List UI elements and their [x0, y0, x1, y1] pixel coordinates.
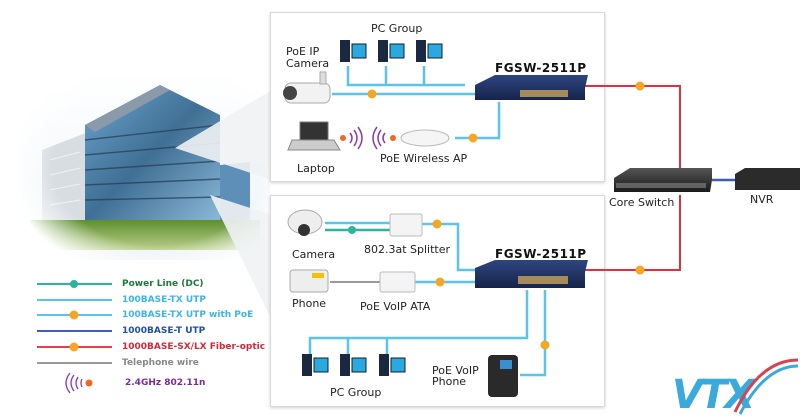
wire-pc-group-top — [346, 66, 465, 87]
dome-camera-icon — [287, 209, 323, 236]
pc-icon — [340, 40, 367, 62]
legend-badge-fiber — [69, 342, 79, 352]
bullet-camera-icon — [283, 71, 331, 104]
label-laptop: Laptop — [297, 162, 335, 175]
voip-ata-icon — [379, 271, 416, 293]
label-camera: Camera — [292, 248, 336, 261]
pc-icon — [302, 354, 329, 376]
wire-fiber-top — [585, 85, 681, 170]
wire-voip-phone — [520, 290, 547, 377]
poe-badges — [367, 81, 645, 350]
poe-badge — [432, 219, 442, 229]
pc-icon — [340, 354, 367, 376]
label-pc-group-top: PC Group — [371, 22, 423, 35]
wireless-ap-icon — [400, 129, 450, 147]
label-wireless-ap: PoE Wireless AP — [380, 152, 468, 165]
splitter-icon — [389, 213, 423, 237]
voip-phone-icon — [488, 355, 518, 397]
vtx-logo: VTX — [672, 372, 755, 418]
legend-label-phone: Telephone wire — [122, 358, 199, 368]
switch-model-bottom: FGSW-2511P — [495, 247, 587, 261]
nvr-icon — [735, 168, 800, 190]
poe-badge — [468, 133, 478, 143]
legend: Power Line (DC) 100BASE-TX UTP 100BASE-T… — [0, 270, 270, 417]
label-core-switch: Core Switch — [609, 196, 675, 209]
label-nvr: NVR — [750, 193, 774, 206]
legend-badge-poe — [69, 310, 79, 320]
wire-pc-group-bottom — [308, 290, 529, 355]
switch-model-top: FGSW-2511P — [495, 61, 587, 75]
label-voip-phone-1: PoE VoIP — [432, 364, 479, 377]
label-pc-group-bottom: PC Group — [330, 386, 382, 399]
legend-label-gbe: 1000BASE-T UTP — [122, 326, 206, 336]
legend-wireless-icon — [65, 372, 83, 394]
label-phone: Phone — [292, 297, 327, 310]
label-voip-ata: PoE VoIP ATA — [360, 300, 431, 313]
label-voip-phone-2: Phone — [432, 375, 467, 388]
label-poe-ip-camera-2: Camera — [286, 57, 330, 70]
switch-fgsw-top — [475, 75, 588, 100]
label-splitter: 802.3at Splitter — [364, 243, 451, 256]
poe-badge — [367, 89, 377, 99]
pc-icon — [378, 40, 405, 62]
switch-fgsw-bottom — [475, 260, 588, 288]
legend-label-utp: 100BASE-TX UTP — [122, 295, 206, 305]
wireless-waves — [349, 126, 386, 150]
legend-badge-dc — [70, 280, 78, 288]
pc-icon — [379, 354, 406, 376]
fiber-badge — [635, 81, 645, 91]
laptop-icon — [287, 121, 341, 151]
dc-badge — [348, 226, 356, 234]
poe-badge — [540, 340, 550, 350]
poe-badge — [435, 277, 445, 287]
legend-label-dc: Power Line (DC) — [122, 279, 204, 289]
label-poe-ip-camera-1: PoE IP — [286, 45, 320, 58]
legend-label-utp-poe: 100BASE-TX UTP with PoE — [122, 310, 254, 320]
legend-swatches — [37, 280, 112, 394]
desk-phone-icon — [289, 269, 329, 293]
legend-label-fiber: 1000BASE-SX/LX Fiber-optic — [122, 342, 266, 352]
legend-label-wireless: 2.4GHz 802.11n — [125, 378, 206, 388]
core-switch-icon — [614, 168, 712, 192]
building-photo — [20, 70, 270, 260]
fiber-badge — [635, 265, 645, 275]
pc-icon — [416, 40, 443, 62]
wire-fiber-bottom — [585, 195, 681, 271]
